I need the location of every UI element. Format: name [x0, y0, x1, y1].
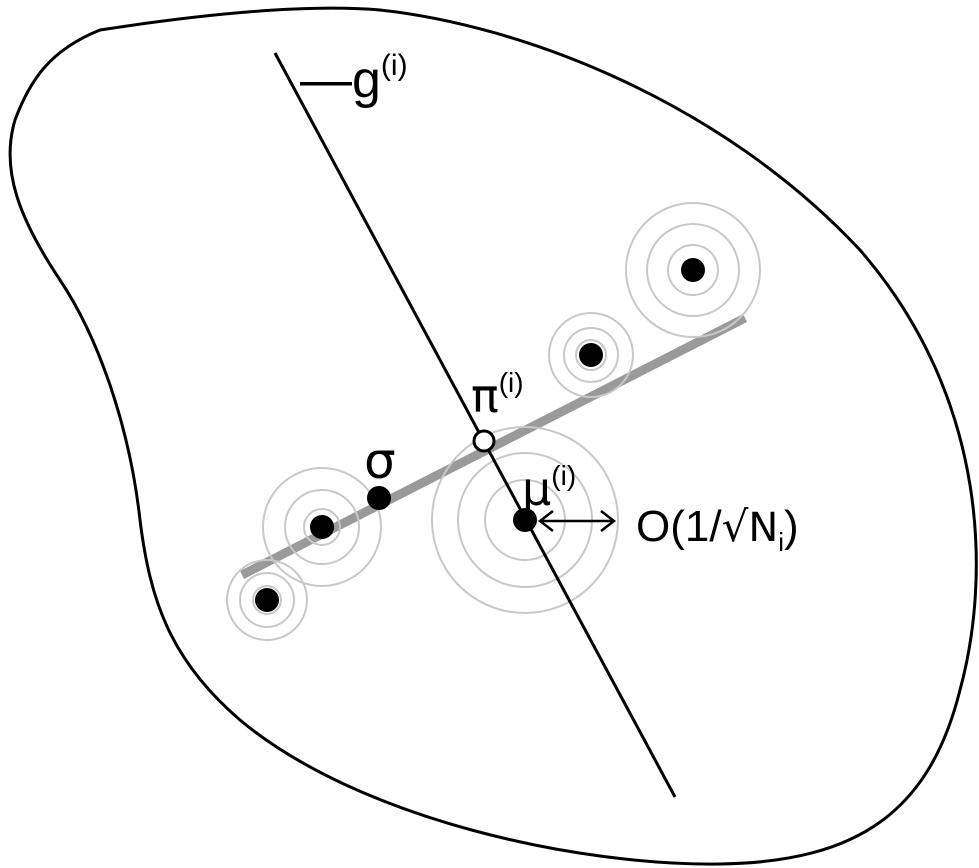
- mu-point: [513, 508, 537, 532]
- sigma-point: [367, 486, 391, 510]
- projection-label: π(i): [471, 367, 524, 423]
- gradient-line: [273, 52, 677, 798]
- projection-point: [472, 429, 496, 453]
- mu-label: μ(i): [522, 460, 576, 516]
- data-point: [255, 588, 279, 612]
- contours-bottom-left: [226, 559, 308, 641]
- gradient-label: —g(i): [300, 49, 408, 109]
- distance-arrow: [537, 510, 617, 532]
- data-point: [681, 258, 705, 282]
- order-label: O(1/√Ni): [636, 502, 799, 557]
- contours-upper-right: [625, 202, 761, 338]
- data-point: [310, 515, 334, 539]
- contours-left: [262, 467, 382, 587]
- sigma-label: σ: [364, 432, 396, 490]
- data-point: [579, 343, 603, 367]
- contours-upper-mid: [548, 312, 634, 398]
- region-boundary: [8, 6, 978, 866]
